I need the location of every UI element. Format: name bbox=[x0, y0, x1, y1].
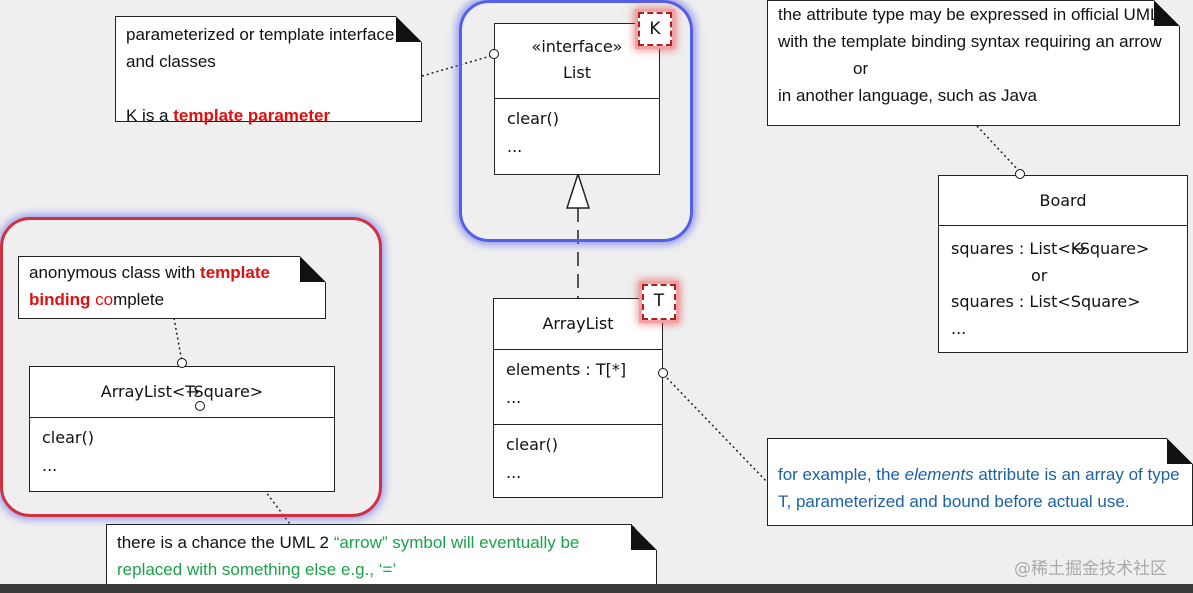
note-highlight: binding bbox=[29, 290, 91, 309]
class-name: Square> bbox=[193, 382, 264, 401]
note-text: there is a chance the UML 2 bbox=[117, 533, 334, 552]
attributes-section: elements : T[*] ... bbox=[494, 350, 662, 424]
template-param-k: K bbox=[638, 12, 672, 46]
note-highlight: template parameter bbox=[173, 106, 331, 125]
note-template-interface: parameterized or template interface and … bbox=[115, 16, 422, 125]
attribute: squares : List<Square> bbox=[951, 292, 1141, 311]
note-text: attribute is an array of type bbox=[973, 465, 1180, 484]
note-text: anonymous class with bbox=[29, 263, 201, 282]
class-header: Board bbox=[939, 176, 1187, 226]
operation: clear() bbox=[42, 428, 94, 447]
ellipsis: ... bbox=[507, 137, 523, 156]
note-line: parameterized or template interface bbox=[126, 25, 395, 44]
class-bound-arraylist[interactable]: ArrayList<T→Square> clear() ... bbox=[29, 366, 335, 492]
attribute: elements : T[*] bbox=[506, 360, 627, 379]
note-elements-example: for example, the elements attribute is a… bbox=[767, 438, 1193, 526]
note-line: binding complete bbox=[29, 286, 315, 313]
operations-section: clear() ... bbox=[30, 418, 334, 486]
note-fold-corner bbox=[300, 256, 326, 282]
note-anchor-dot bbox=[1015, 169, 1025, 179]
operations-section: clear() ... bbox=[495, 99, 659, 167]
note-anchor-dot bbox=[658, 368, 668, 378]
stereotype: «interface» bbox=[531, 37, 623, 56]
binding-arrow: → bbox=[1072, 239, 1086, 258]
class-name: ArrayList<T bbox=[100, 382, 196, 401]
note-line: anonymous class with template bbox=[29, 259, 315, 286]
ellipsis: ... bbox=[951, 318, 967, 338]
class-header: ArrayList<T→Square> bbox=[30, 367, 334, 418]
note-line: T, parameterized and bound before actual… bbox=[778, 492, 1130, 511]
note-green-text: “arrow” symbol will eventually be bbox=[333, 533, 580, 552]
note-line: K is a template parameter bbox=[126, 102, 411, 129]
class-list[interactable]: «interface» List clear() ... bbox=[494, 23, 660, 175]
note-line: with the template binding syntax requiri… bbox=[778, 32, 1162, 51]
binding-arrow: → bbox=[186, 382, 200, 401]
note-line: in another language, such as Java bbox=[778, 86, 1037, 105]
bottom-band bbox=[0, 584, 1193, 593]
note-arrow-symbol: there is a chance the UML 2 “arrow” symb… bbox=[106, 524, 657, 593]
watermark: @稀土掘金技术社区 bbox=[1014, 559, 1167, 579]
note-line: the attribute type may be expressed in o… bbox=[778, 5, 1165, 24]
class-header: ArrayList bbox=[494, 299, 662, 350]
note-line: or bbox=[853, 59, 869, 78]
note-anchor-dot bbox=[177, 358, 187, 368]
note-fold-corner bbox=[631, 524, 657, 550]
note-link-elements bbox=[666, 377, 769, 484]
bound-class-highlight-frame bbox=[0, 217, 382, 517]
class-board[interactable]: Board squares : List<K→Square> or square… bbox=[938, 175, 1188, 353]
note-anchor-dot bbox=[195, 401, 205, 411]
note-link-board bbox=[976, 125, 1021, 173]
note-text: for example, the bbox=[778, 465, 905, 484]
note-anonymous-class: anonymous class with template binding co… bbox=[18, 256, 326, 319]
class-header: «interface» List bbox=[495, 24, 659, 99]
attribute: squares : List<K→Square> bbox=[951, 236, 1175, 263]
realization-arrowhead bbox=[565, 171, 591, 209]
attributes-section: squares : List<K→Square> or squares : Li… bbox=[939, 226, 1187, 348]
operations-section: clear() ... bbox=[494, 424, 662, 493]
attr-text: Square> bbox=[1079, 239, 1150, 258]
attr-text: squares : List<K bbox=[951, 239, 1082, 258]
note-attribute-type: the attribute type may be expressed in o… bbox=[767, 0, 1180, 126]
note-text: co bbox=[90, 290, 114, 309]
ellipsis: ... bbox=[506, 463, 522, 482]
ellipsis: ... bbox=[42, 456, 58, 475]
or-label: or bbox=[1031, 265, 1048, 285]
note-fold-corner bbox=[396, 16, 422, 42]
template-param-t: T bbox=[642, 284, 676, 320]
note-line: and classes bbox=[126, 52, 216, 71]
note-italic: elements bbox=[904, 465, 974, 484]
class-arraylist[interactable]: ArrayList elements : T[*] ... clear() ..… bbox=[493, 298, 663, 498]
operation: clear() bbox=[507, 109, 559, 128]
note-line: there is a chance the UML 2 “arrow” symb… bbox=[117, 529, 646, 556]
note-anchor-dot bbox=[489, 49, 499, 59]
note-fold-corner bbox=[1154, 0, 1180, 26]
class-name: List bbox=[563, 63, 591, 82]
operation: clear() bbox=[506, 435, 558, 454]
note-fold-corner bbox=[1167, 438, 1193, 464]
note-highlight: template bbox=[200, 263, 270, 282]
note-text: K is a bbox=[126, 106, 174, 125]
ellipsis: ... bbox=[506, 388, 522, 407]
note-text: mplete bbox=[113, 290, 165, 309]
list-highlight-frame bbox=[459, 0, 693, 242]
note-line: for example, the elements attribute is a… bbox=[778, 461, 1182, 488]
note-line: replaced with something else e.g., ‘=’ bbox=[117, 560, 397, 579]
